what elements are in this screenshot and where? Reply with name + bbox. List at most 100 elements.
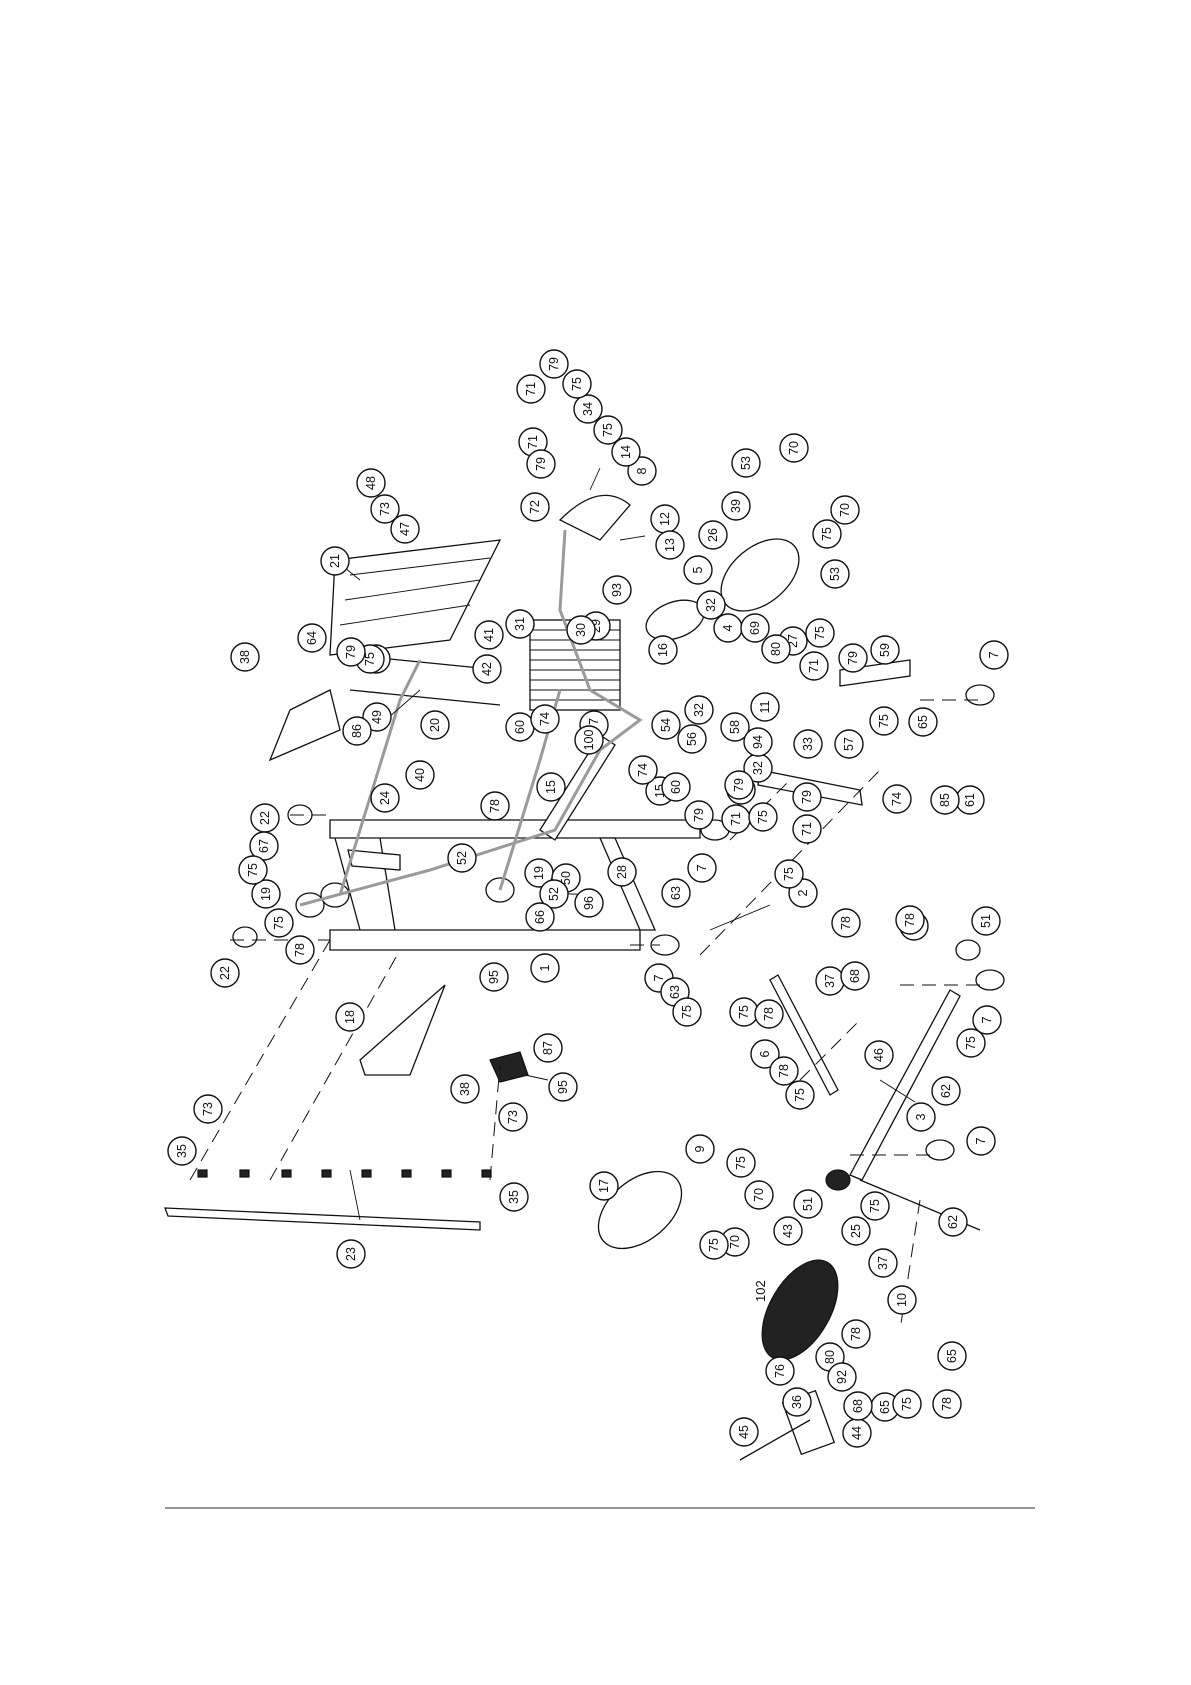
callout-number: 46 (872, 1048, 886, 1062)
callout-circle (906, 1102, 936, 1132)
cover-plate-part (268, 689, 341, 762)
callout-100: 100 (574, 725, 604, 755)
callout-14: 14 (611, 437, 641, 467)
callout-circle (761, 634, 791, 664)
callout-36: 36 (782, 1387, 812, 1417)
callout-71: 71 (516, 374, 546, 404)
callout-70: 70 (744, 1180, 774, 1210)
callout-58: 58 (720, 712, 750, 742)
callout-75: 75 (812, 519, 842, 549)
callout-circle (870, 635, 900, 665)
callout-circle (843, 1391, 873, 1421)
callout-73: 73 (370, 494, 400, 524)
callout-circle (566, 615, 596, 645)
assembly-guide-lines (189, 699, 985, 1331)
callout-number: 50 (559, 871, 573, 885)
callout-number: 30 (574, 623, 588, 637)
callout-circle (860, 1191, 890, 1221)
callout-22: 22 (210, 958, 240, 988)
callout-circle (805, 618, 835, 648)
callout-circle (930, 785, 960, 815)
callout-circle (731, 448, 761, 478)
callout-39: 39 (721, 491, 751, 521)
callout-number: 79 (344, 645, 358, 659)
callout-number: 70 (838, 503, 852, 517)
callout-circle (740, 613, 770, 643)
callout-circle (167, 1136, 197, 1166)
callout-number: 62 (939, 1084, 953, 1098)
callout-circle (841, 1216, 871, 1246)
callout-96: 96 (574, 888, 604, 918)
callout-circle (812, 519, 842, 549)
callout-number: 5 (691, 566, 705, 573)
callout-circle (472, 654, 502, 684)
callout-circle (799, 651, 829, 681)
callout-circle (530, 704, 560, 734)
callout-number: 75 (680, 1005, 694, 1019)
callout-circle (450, 1074, 480, 1104)
callout-46: 46 (864, 1040, 894, 1070)
callout-number: 73 (378, 502, 392, 516)
callout-number: 80 (769, 642, 783, 656)
callout-number: 71 (524, 382, 538, 396)
callout-40: 40 (405, 760, 435, 790)
callout-circle (356, 468, 386, 498)
callout-circle (908, 707, 938, 737)
callout-number: 7 (974, 1137, 988, 1144)
callout-number: 75 (868, 1199, 882, 1213)
callout-number: 52 (547, 887, 561, 901)
callout-number: 71 (729, 812, 743, 826)
callout-80: 80 (761, 634, 791, 664)
callout-circle (820, 559, 850, 589)
callout-11: 11 (750, 692, 780, 722)
callout-number: 79 (534, 457, 548, 471)
callout-circle (499, 1182, 529, 1212)
callout-number: 14 (619, 445, 633, 459)
callout-74: 74 (628, 755, 658, 785)
callout-78: 78 (841, 1319, 871, 1349)
callout-circle (238, 855, 268, 885)
callout-number: 75 (246, 863, 260, 877)
callout-circle (677, 724, 707, 754)
callout-number: 73 (506, 1110, 520, 1124)
callout-number: 75 (734, 1156, 748, 1170)
callout-number: 75 (900, 1397, 914, 1411)
callout-circle (602, 575, 632, 605)
callout-32: 32 (696, 590, 726, 620)
callout-number: 75 (737, 1005, 751, 1019)
callout-number: 17 (597, 1179, 611, 1193)
callout-74: 74 (530, 704, 560, 734)
callout-65: 65 (937, 1341, 967, 1371)
callout-circle (932, 1389, 962, 1419)
callout-71: 71 (518, 427, 548, 457)
callout-23: 23 (336, 1239, 366, 1269)
callout-15: 15 (536, 772, 566, 802)
callout-circle (684, 695, 714, 725)
callout-38: 38 (450, 1074, 480, 1104)
callout-20: 20 (420, 710, 450, 740)
callout-circle (573, 394, 603, 424)
callout-78: 78 (285, 935, 315, 965)
callout-circle (782, 1387, 812, 1417)
callout-number: 73 (201, 1102, 215, 1116)
callout-78: 78 (831, 908, 861, 938)
callout-number: 22 (258, 811, 272, 825)
callout-number: 79 (692, 808, 706, 822)
callout-circle (966, 1126, 996, 1156)
callout-circle (979, 640, 1009, 670)
callout-22: 22 (250, 803, 280, 833)
callout-17: 17 (589, 1171, 619, 1201)
callout-number: 65 (878, 1400, 892, 1414)
callout-circle (193, 1094, 223, 1124)
callout-circle (447, 843, 477, 873)
callout-60: 60 (505, 712, 535, 742)
callout-78: 78 (480, 791, 510, 821)
callout-12: 12 (650, 504, 680, 534)
callout-number: 66 (533, 910, 547, 924)
callout-number: 70 (787, 441, 801, 455)
callout-number: 42 (480, 662, 494, 676)
callout-6: 6 (750, 1039, 780, 1069)
callout-1: 1 (530, 953, 560, 983)
callout-circle (548, 1072, 578, 1102)
